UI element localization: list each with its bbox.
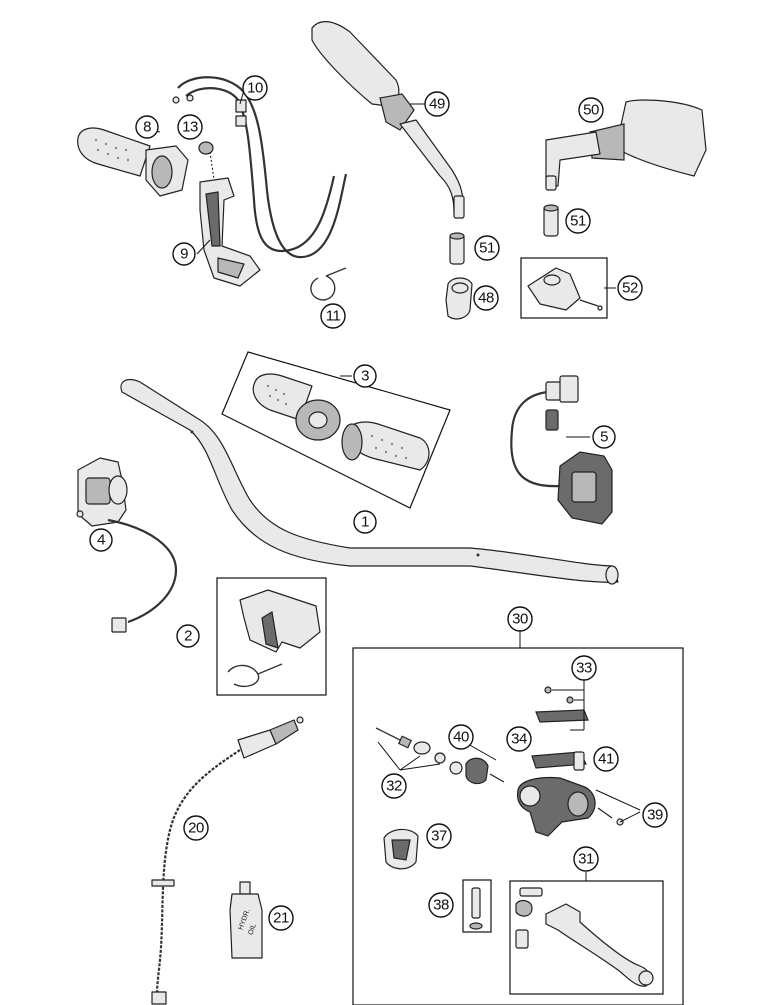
callout-9: 9 xyxy=(172,242,196,266)
throttle-grip xyxy=(77,127,189,197)
mirror-right xyxy=(545,99,707,191)
brake-assembly-frame xyxy=(352,630,684,1005)
callout-32: 32 xyxy=(381,773,407,799)
svg-text:21: 21 xyxy=(273,910,289,927)
svg-text:38: 38 xyxy=(433,897,449,914)
right-handlebar-switch xyxy=(510,375,613,525)
hydraulic-hose xyxy=(151,716,304,1005)
boot-and-pin xyxy=(449,743,505,785)
oil-label-line2: OIL xyxy=(247,923,257,936)
lever-screws xyxy=(595,789,641,826)
left-handlebar-switch xyxy=(76,457,178,633)
lever-protector xyxy=(383,828,419,870)
mirror-clamp xyxy=(445,277,473,320)
svg-text:51: 51 xyxy=(479,240,495,257)
callout-40: 40 xyxy=(448,724,474,750)
callout-31: 31 xyxy=(573,846,599,872)
screw xyxy=(198,141,215,181)
callout-39: 39 xyxy=(642,802,668,828)
svg-text:41: 41 xyxy=(598,751,614,768)
callout-48: 48 xyxy=(473,285,499,311)
svg-text:48: 48 xyxy=(478,290,494,307)
mirror-left xyxy=(311,21,465,219)
svg-text:31: 31 xyxy=(578,851,594,868)
mirror-adapter-left xyxy=(449,232,465,265)
callout-50: 50 xyxy=(578,97,604,123)
callout-1: 1 xyxy=(353,510,377,534)
callout-38: 38 xyxy=(428,892,454,918)
callout-51-right: 51 xyxy=(565,208,591,234)
grip-set xyxy=(221,351,451,509)
switch-cover-kit xyxy=(216,577,327,696)
svg-text:39: 39 xyxy=(647,807,663,824)
svg-text:3: 3 xyxy=(361,368,369,385)
cable-tie xyxy=(310,267,347,301)
svg-text:1: 1 xyxy=(361,514,369,531)
brake-master-cylinder xyxy=(516,776,596,837)
callout-2: 2 xyxy=(176,624,200,648)
svg-text:49: 49 xyxy=(429,96,445,113)
callout-51-left: 51 xyxy=(474,235,500,261)
svg-text:50: 50 xyxy=(583,102,599,119)
throttle-cover xyxy=(199,177,261,287)
piston-kit xyxy=(375,727,446,771)
callout-41: 41 xyxy=(593,746,619,772)
svg-text:10: 10 xyxy=(247,80,263,97)
callout-4: 4 xyxy=(89,528,113,552)
reservoir-cover-screws xyxy=(535,680,589,731)
callout-37: 37 xyxy=(426,823,452,849)
svg-text:4: 4 xyxy=(97,532,105,549)
callout-13: 13 xyxy=(177,114,203,140)
mirror-adapter-right xyxy=(543,204,559,237)
svg-text:11: 11 xyxy=(326,308,341,325)
svg-text:51: 51 xyxy=(570,213,586,230)
callout-49: 49 xyxy=(424,91,450,117)
svg-text:33: 33 xyxy=(576,660,592,677)
sleeve xyxy=(573,751,585,771)
handlebar xyxy=(120,379,619,585)
callout-30: 30 xyxy=(507,606,533,632)
svg-text:52: 52 xyxy=(622,280,638,297)
callout-3: 3 xyxy=(353,364,377,388)
brake-lever-set xyxy=(509,880,664,995)
callout-10: 10 xyxy=(242,75,268,101)
callout-5: 5 xyxy=(592,425,616,449)
throttle-cables xyxy=(172,76,348,259)
callout-8: 8 xyxy=(135,115,159,139)
svg-text:20: 20 xyxy=(188,820,204,837)
callout-21: 21 xyxy=(268,905,294,931)
callout-11: 11 xyxy=(320,303,346,329)
callout-52: 52 xyxy=(617,275,643,301)
svg-text:2: 2 xyxy=(184,628,192,645)
callout-34: 34 xyxy=(506,726,532,752)
reservoir-diaphragm xyxy=(531,751,587,769)
svg-text:30: 30 xyxy=(512,611,528,628)
svg-text:13: 13 xyxy=(182,119,198,136)
callout-33: 33 xyxy=(571,655,597,681)
svg-text:37: 37 xyxy=(431,828,447,845)
mirror-clamp-set xyxy=(520,257,608,319)
callout-20: 20 xyxy=(183,815,209,841)
hydraulic-oil-bottle: HYDR. OIL xyxy=(229,881,263,959)
svg-text:5: 5 xyxy=(600,429,608,446)
svg-text:34: 34 xyxy=(511,731,527,748)
svg-text:32: 32 xyxy=(386,778,402,795)
svg-text:40: 40 xyxy=(453,729,469,746)
pivot-pin-set xyxy=(462,879,492,933)
svg-text:9: 9 xyxy=(180,246,188,263)
svg-text:8: 8 xyxy=(143,119,151,136)
